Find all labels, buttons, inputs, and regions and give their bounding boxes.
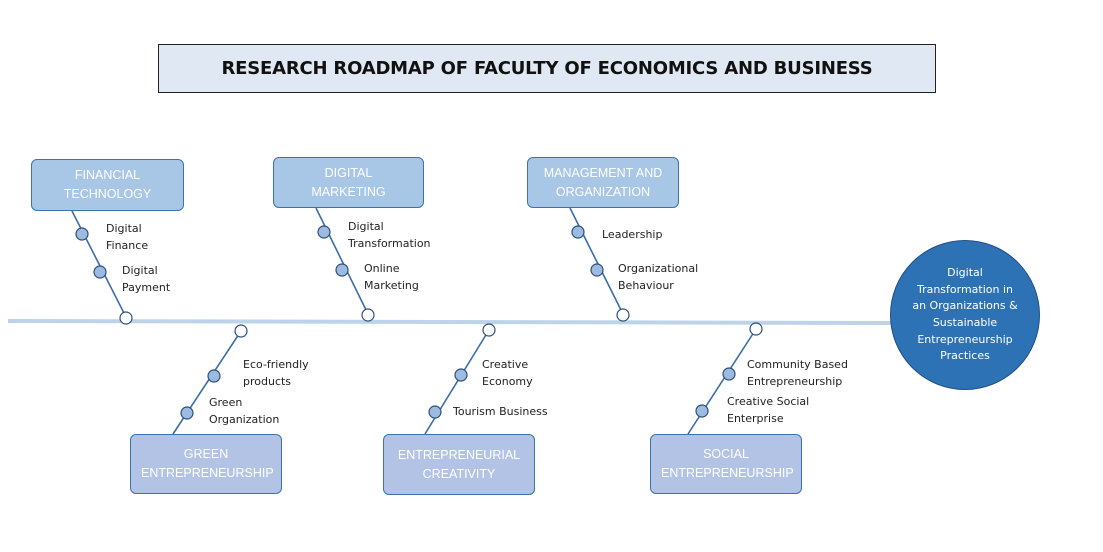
cause-node — [335, 263, 349, 277]
cause-node — [428, 405, 442, 419]
spine-node — [361, 308, 375, 322]
cause-label: Eco-friendly products — [243, 358, 309, 388]
fishbone-head: Digital Transformation in an Organizatio… — [890, 240, 1040, 390]
bone-management-organization — [569, 207, 624, 315]
cause-label: Green Organization — [209, 396, 280, 426]
diagram-title: RESEARCH ROADMAP OF FACULTY OF ECONOMICS… — [221, 58, 873, 79]
cause-label: Creative Social Enterprise — [727, 395, 810, 425]
cause-label: Community Based Entrepreneurship — [747, 358, 848, 388]
category-digital-marketing: DIGITAL MARKETING — [273, 157, 424, 208]
diagram-title-box: RESEARCH ROADMAP OF FACULTY OF ECONOMICS… — [158, 44, 936, 93]
category-financial-technology: FINANCIAL TECHNOLOGY — [31, 159, 184, 211]
spine-node — [119, 311, 133, 325]
cause-node — [695, 404, 709, 418]
category-management-organization: MANAGEMENT AND ORGANIZATION — [527, 157, 679, 208]
cause-label: Digital Finance — [106, 222, 149, 252]
cause-label: Digital Transformation — [348, 220, 431, 250]
cause-node — [590, 263, 604, 277]
category-social-entrepreneurship: SOCIAL ENTREPRENEURSHIP — [650, 434, 802, 494]
cause-label: Leadership — [602, 228, 663, 241]
cause-node — [317, 225, 331, 239]
cause-label: Digital Payment — [122, 264, 171, 294]
cause-node — [180, 406, 194, 420]
cause-node — [93, 265, 107, 279]
cause-label: Creative Economy — [482, 358, 533, 388]
spine-node — [749, 322, 763, 336]
spine-node — [234, 324, 248, 338]
category-green-entrepreneurship: GREEN ENTREPRENEURSHIP — [130, 434, 282, 494]
cause-node — [454, 368, 468, 382]
cause-label: Organizational Behaviour — [618, 262, 699, 292]
cause-node — [571, 225, 585, 239]
cause-node — [722, 367, 736, 381]
cause-label: Online Marketing — [364, 262, 419, 292]
spine-node — [616, 308, 630, 322]
category-entrepreneurial-creativity: ENTREPRENEURIAL CREATIVITY — [383, 434, 535, 495]
spine-node — [482, 323, 496, 337]
cause-node — [75, 227, 89, 241]
cause-node — [207, 369, 221, 383]
spine — [7, 319, 893, 325]
cause-label: Tourism Business — [453, 405, 548, 418]
